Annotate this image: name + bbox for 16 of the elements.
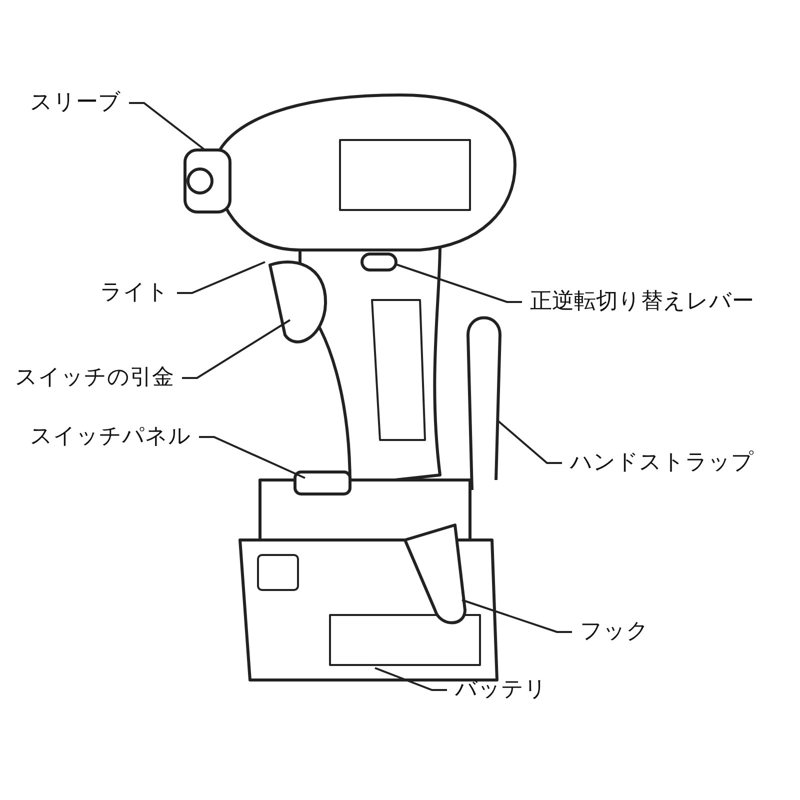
leader-line	[129, 102, 206, 151]
leader-line	[496, 419, 562, 464]
part-label: フック	[580, 618, 649, 646]
leader-line	[199, 436, 306, 479]
leader-line	[177, 261, 266, 294]
leader-line	[462, 599, 572, 633]
part-label: スイッチの引金	[15, 364, 174, 392]
part-label: バッテリ	[455, 676, 547, 704]
part-label: ライト	[100, 280, 169, 306]
part-label: スリーブ	[30, 90, 121, 116]
leader-line	[374, 667, 447, 691]
part-label: ハンドストラップ	[570, 450, 754, 476]
part-label: スイッチパネル	[30, 424, 191, 450]
leader-line	[182, 319, 291, 379]
part-label: 正逆転切り替えレバー	[530, 288, 754, 316]
leader-line	[394, 263, 522, 303]
